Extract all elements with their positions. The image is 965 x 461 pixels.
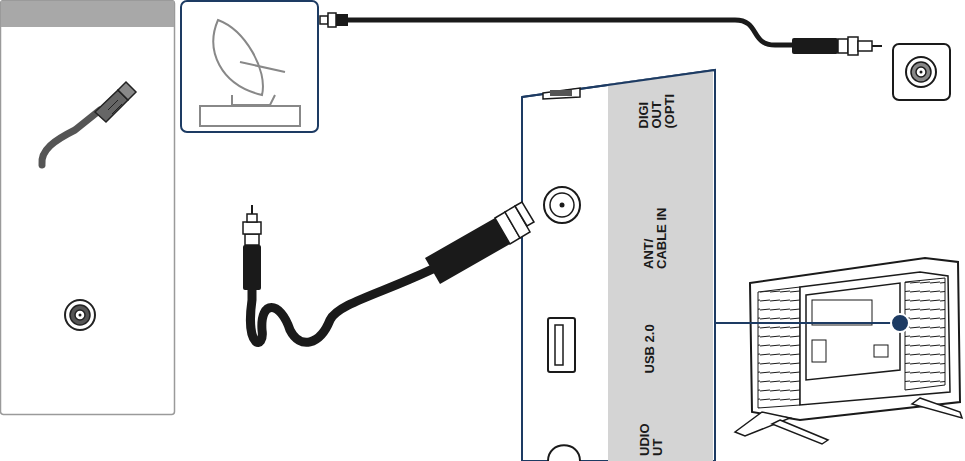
port-label: UDIO UT bbox=[638, 416, 664, 456]
satellite-dish-icon bbox=[181, 1, 318, 132]
coax-cable bbox=[320, 13, 882, 55]
port-label: ANT/ CABLE IN bbox=[642, 197, 668, 269]
port-label: USB 2.0 bbox=[642, 283, 655, 373]
coax-cable bbox=[243, 202, 534, 342]
callout-dot bbox=[891, 314, 909, 332]
port-label: DIGI OUT (OPTI bbox=[636, 82, 675, 128]
connection-panel bbox=[1, 1, 175, 415]
antenna-cable-icon bbox=[42, 82, 136, 165]
wall-outlet-icon bbox=[893, 44, 950, 100]
leader-line bbox=[716, 322, 891, 324]
coax-socket-icon bbox=[65, 300, 95, 330]
tv-rear-view bbox=[716, 258, 962, 444]
tv-rear-panel bbox=[522, 70, 715, 461]
